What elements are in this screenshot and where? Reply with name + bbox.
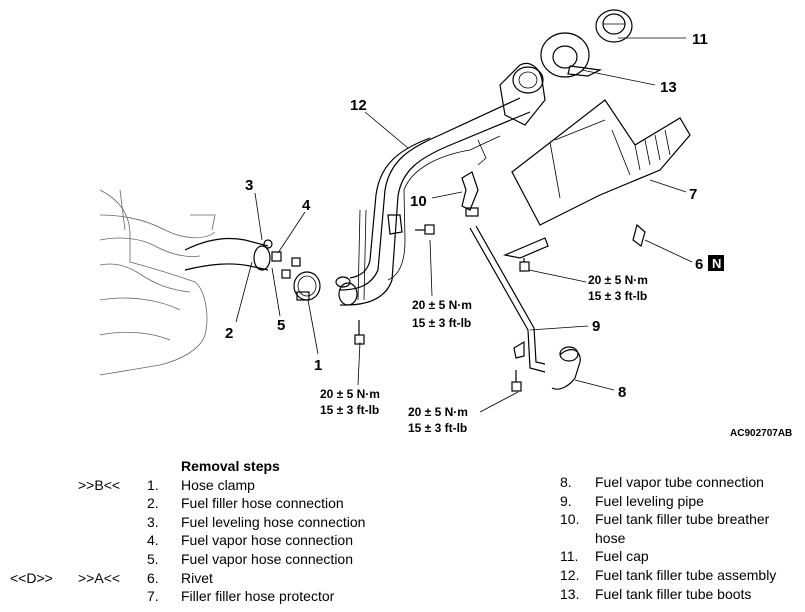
new-part-marker: N	[712, 256, 721, 271]
step-label: Fuel cap	[595, 548, 649, 565]
leveling-pipe	[469, 225, 549, 373]
bolt-2	[519, 258, 530, 272]
removal-steps-left: Removal steps >>B<< 1. Hose clamp 2. Fue…	[0, 457, 420, 606]
step-number: 7.	[147, 588, 159, 605]
step-number: 4.	[147, 532, 159, 549]
callout-4: 4	[302, 197, 311, 214]
remove-marker: <<D>>	[10, 569, 53, 586]
step-label: Fuel vapor tube connection	[595, 474, 764, 490]
step-label: Fuel tank filler tube boots	[595, 585, 752, 602]
bolts	[354, 223, 646, 392]
step-number: 11.	[560, 548, 579, 565]
vapor-tube-connection	[551, 346, 581, 390]
step-label: Fuel tank filler tube assembly	[595, 566, 777, 583]
torque-2-metric: 20 ± 5 N·m	[412, 298, 472, 312]
torque-3-imperial: 15 ± 3 ft-lb	[320, 403, 379, 417]
fuel-cap-and-boot	[540, 9, 633, 78]
callout-8: 8	[618, 384, 626, 401]
step-label: Filler filler hose protector	[181, 588, 335, 605]
figure-id: AC902707AB	[730, 428, 792, 439]
step-row: >>B<< 1. Hose clamp	[0, 476, 420, 495]
callout-1: 1	[314, 357, 322, 374]
step-number: 1.	[147, 476, 159, 493]
step-label: Rivet	[181, 569, 213, 586]
step-label: hose	[595, 529, 626, 546]
bolt-1	[415, 224, 435, 235]
step-row: 3. Fuel leveling hose connection	[0, 513, 420, 532]
callout-3: 3	[245, 177, 253, 194]
rivet	[632, 223, 646, 248]
step-row: 11. Fuel cap	[560, 547, 805, 566]
leader-lines	[235, 37, 693, 413]
torque-4-metric: 20 ± 5 N·m	[408, 405, 468, 419]
step-row: <<D>> >>A<< 6. Rivet	[0, 569, 420, 588]
bolt-4	[511, 370, 522, 392]
step-label: Fuel leveling pipe	[595, 492, 704, 509]
step-label: Fuel leveling hose connection	[181, 513, 366, 530]
step-label: Hose clamp	[181, 476, 255, 493]
step-number: 13.	[560, 585, 580, 602]
removal-steps-heading: Removal steps	[181, 458, 280, 474]
step-number: 8.	[560, 474, 572, 490]
filler-tube-assembly	[335, 62, 546, 306]
step-label: Fuel filler hose connection	[181, 495, 344, 512]
torque-specs: 20 ± 5 N·m 15 ± 3 ft-lb 20 ± 5 N·m 15 ± …	[320, 273, 648, 435]
step-label: Fuel vapor hose connection	[181, 532, 353, 549]
step-row: 12. Fuel tank filler tube assembly	[560, 566, 805, 585]
step-row: hose	[560, 529, 805, 548]
torque-4-imperial: 15 ± 3 ft-lb	[408, 421, 467, 435]
step-number: 10.	[560, 511, 580, 528]
step-number: 6.	[147, 569, 159, 586]
step-row: 7. Filler filler hose protector	[0, 587, 420, 606]
step-number: 5.	[147, 550, 159, 567]
callout-10: 10	[410, 193, 427, 210]
new-part-badge	[708, 255, 724, 271]
step-row: 8. Fuel vapor tube connection	[560, 473, 805, 492]
step-number: 9.	[560, 492, 572, 509]
removal-heading-row: Removal steps	[0, 457, 420, 476]
callouts: 1 2 3 4 5 6 7 8 9 10 11 12 13 N	[225, 31, 724, 401]
hose-protector	[511, 99, 691, 226]
install-marker: >>B<<	[78, 476, 121, 493]
exploded-view-diagram: 1 2 3 4 5 6 7 8 9 10 11 12 13 N 20 ± 5 N…	[99, 9, 792, 439]
callout-11: 11	[692, 31, 708, 48]
step-number: 12.	[560, 566, 580, 583]
callout-13: 13	[660, 79, 677, 96]
step-row: 2. Fuel filler hose connection	[0, 494, 420, 513]
torque-2-imperial: 15 ± 3 ft-lb	[412, 316, 471, 330]
step-row: 9. Fuel leveling pipe	[560, 492, 805, 511]
breather-hose	[461, 171, 479, 217]
callout-12: 12	[350, 97, 367, 114]
step-row: 4. Fuel vapor hose connection	[0, 531, 420, 550]
bolt-3	[354, 320, 365, 345]
step-row: 5. Fuel vapor hose connection	[0, 550, 420, 569]
callout-2: 2	[225, 325, 233, 342]
removal-steps-right: 8. Fuel vapor tube connection 9. Fuel le…	[560, 473, 805, 603]
vehicle-body-outline	[99, 189, 216, 376]
install-marker: >>A<<	[78, 569, 121, 586]
torque-1-imperial: 15 ± 3 ft-lb	[588, 289, 647, 303]
vapor-hose-clips	[271, 251, 301, 279]
filler-hose	[184, 237, 273, 271]
step-label: Fuel vapor hose connection	[181, 550, 353, 567]
callout-9: 9	[592, 318, 600, 335]
step-row: 10. Fuel tank filler tube breather	[560, 510, 805, 529]
torque-1-metric: 20 ± 5 N·m	[588, 273, 648, 287]
torque-3-metric: 20 ± 5 N·m	[320, 387, 380, 401]
callout-5: 5	[277, 317, 285, 334]
callout-6: 6	[695, 256, 703, 273]
step-number: 2.	[147, 495, 159, 512]
callout-7: 7	[689, 186, 697, 203]
hose-clamp	[293, 271, 321, 301]
step-label: Fuel tank filler tube breather	[595, 511, 770, 528]
step-row: 13. Fuel tank filler tube boots	[560, 585, 805, 604]
step-number: 3.	[147, 513, 159, 530]
